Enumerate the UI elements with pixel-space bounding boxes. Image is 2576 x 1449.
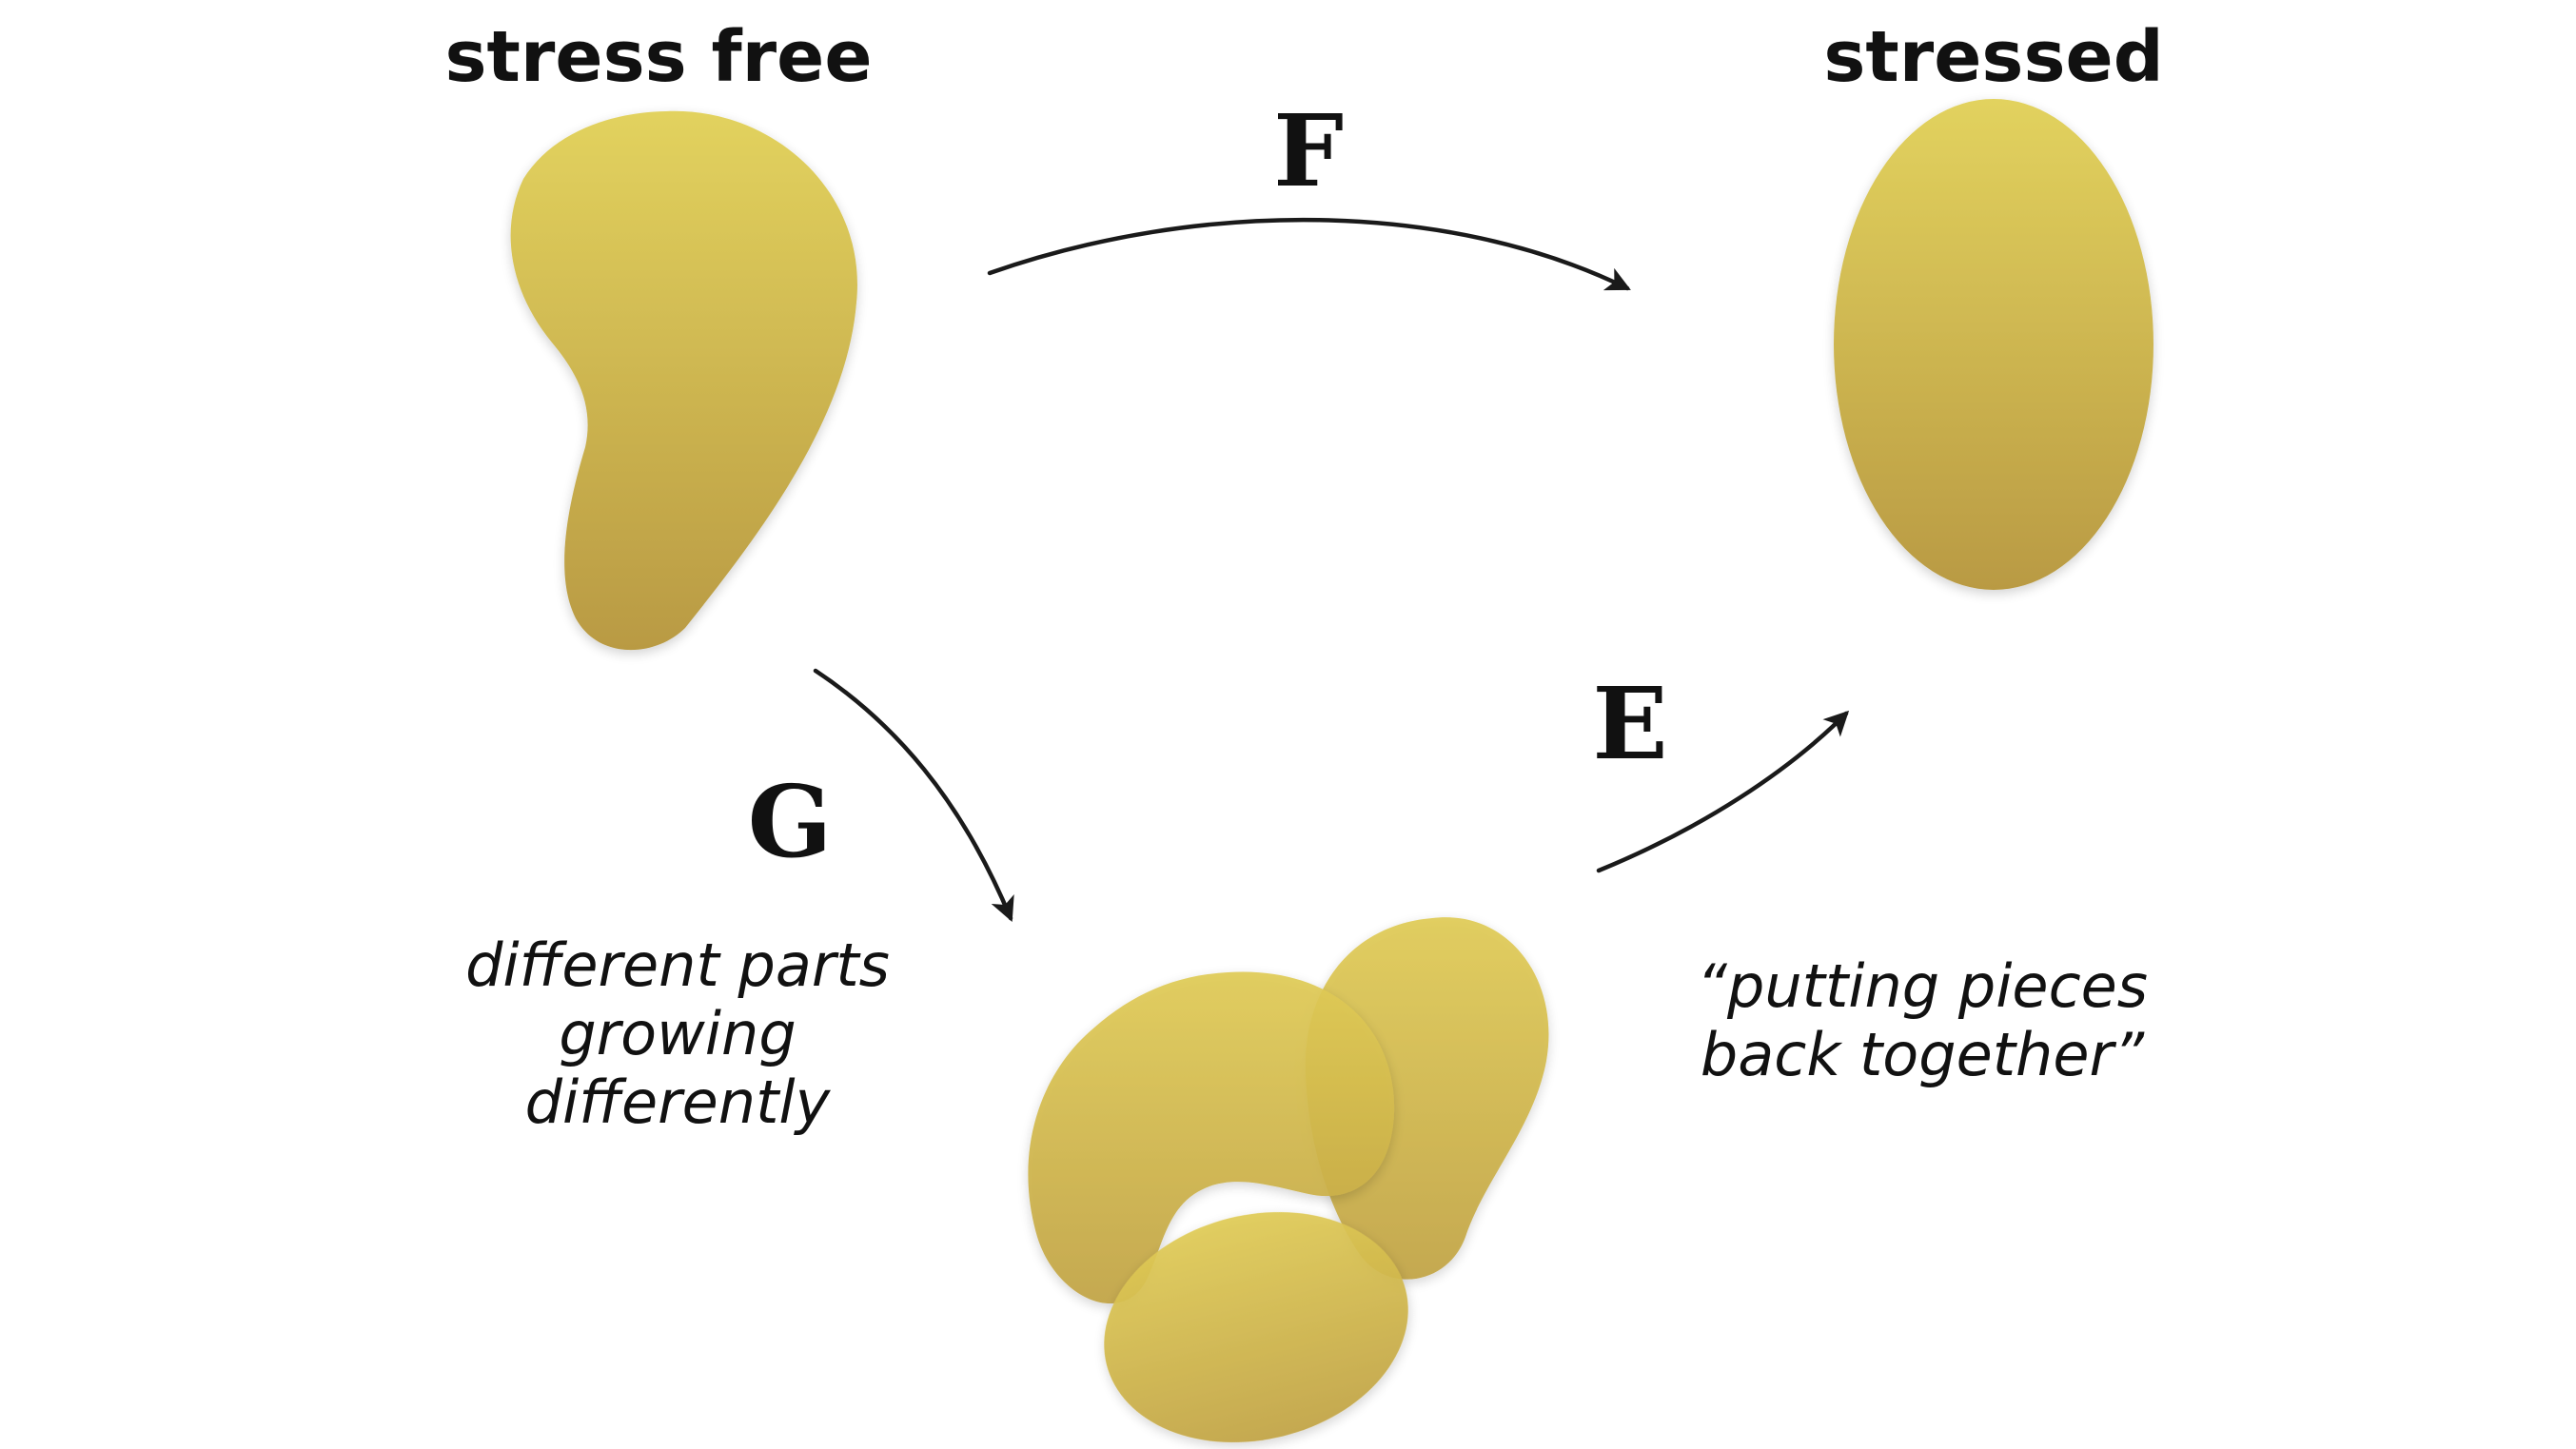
assembly-note-line-1: “putting pieces <box>1697 951 2148 1021</box>
label-e: E <box>1592 665 1667 782</box>
stressed-body <box>1834 99 2153 590</box>
piece-bottom <box>1104 1211 1408 1443</box>
piece-left <box>1028 971 1395 1304</box>
stress-free-title: stress free <box>444 16 872 98</box>
label-f: F <box>1273 92 1344 209</box>
label-g: G <box>748 763 833 880</box>
intermediate-pieces <box>1028 917 1549 1443</box>
assembly-note: “putting pieces back together” <box>1697 951 2148 1089</box>
arrow-g <box>813 668 1014 923</box>
piece-right <box>1305 917 1549 1280</box>
arrow-f <box>987 217 1631 291</box>
stress-free-body <box>510 110 857 651</box>
growth-note-line-1: different parts <box>465 930 890 1000</box>
stressed-title: stressed <box>1823 16 2163 98</box>
growth-note-line-3: differently <box>525 1067 832 1137</box>
assembly-note-line-2: back together” <box>1701 1020 2145 1089</box>
growth-note: different parts growing differently <box>465 930 890 1137</box>
growth-note-line-2: growing <box>559 999 796 1068</box>
arrow-e <box>1596 710 1850 873</box>
